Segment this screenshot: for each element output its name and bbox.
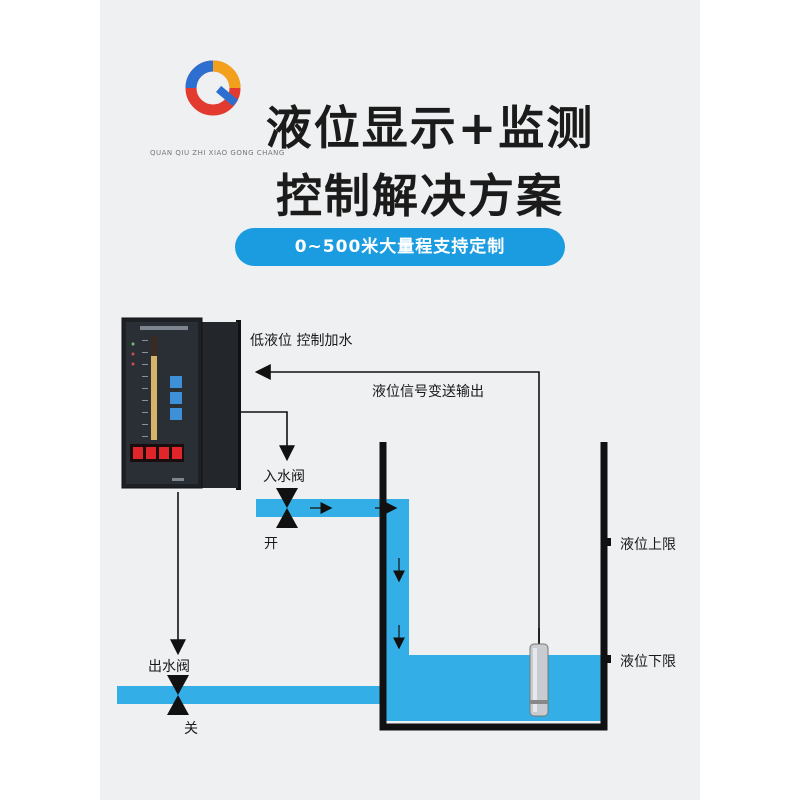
level-sensor-probe: [529, 643, 549, 717]
outlet-pipe-water: [117, 686, 383, 704]
outlet-state-label: 关: [184, 721, 198, 737]
logo-subtext: QUAN QIU ZHI XIAO GONG CHANG: [150, 149, 285, 157]
page-title: 液位显示+监测: [265, 101, 595, 155]
inlet-valve-label: 入水阀: [263, 469, 305, 485]
falling-water: [386, 499, 409, 659]
upper-limit-label: 液位上限: [620, 537, 676, 553]
range-badge: 0~500米大量程支持定制: [235, 228, 565, 266]
signal-line: [254, 364, 540, 628]
lower-limit-mark: [603, 655, 611, 663]
level-controller: [121, 317, 241, 490]
tank-walls: [379, 442, 608, 731]
outlet-valve: [167, 675, 189, 715]
inlet-pipe-water: [256, 499, 409, 517]
inlet-valve: [276, 488, 298, 528]
low-level-control-label: 低液位 控制加水: [250, 333, 353, 349]
signal-output-label: 液位信号变送输出: [372, 384, 484, 400]
inlet-state-label: 开: [264, 536, 278, 552]
tank-water: [386, 655, 601, 721]
inlet-control-line: [237, 411, 295, 462]
brand-logo: [185, 60, 241, 116]
upper-limit-mark: [603, 538, 611, 546]
outlet-valve-label: 出水阀: [148, 659, 190, 675]
lower-limit-label: 液位下限: [620, 654, 676, 670]
page-subtitle: 控制解决方案: [276, 169, 564, 223]
